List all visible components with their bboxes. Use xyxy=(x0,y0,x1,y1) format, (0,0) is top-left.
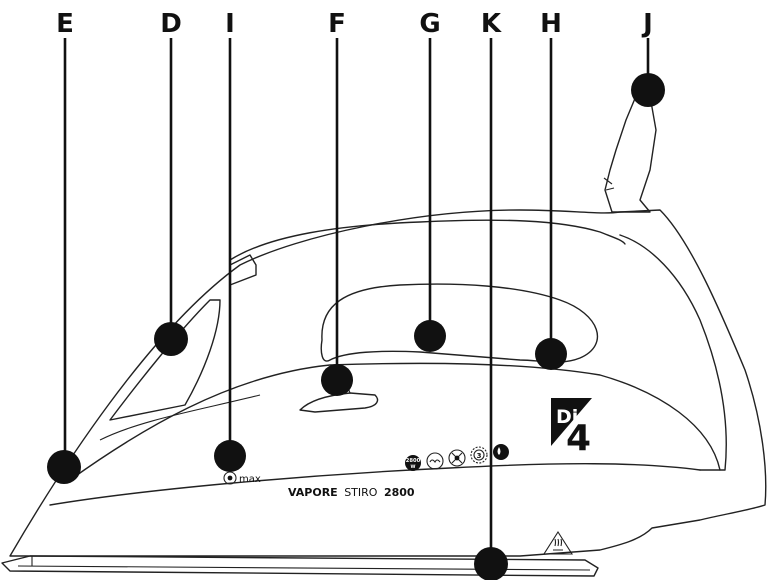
callout-letter-H: H xyxy=(540,9,562,39)
max-label: max xyxy=(239,474,261,485)
iron-body xyxy=(1,95,767,577)
hot-surface-warning-icon xyxy=(542,530,574,555)
three-settings-icon: 3 xyxy=(470,446,488,464)
anti-calc-icon xyxy=(448,449,466,467)
water-tank-window xyxy=(109,299,221,421)
svg-text:2800: 2800 xyxy=(406,458,421,464)
model-number: 2800 xyxy=(384,486,415,499)
svg-text:W: W xyxy=(411,464,416,470)
di4-badge: Di 4 xyxy=(551,398,592,459)
model-label: VAPORE STIRO 2800 xyxy=(288,486,415,499)
callout-F: F xyxy=(321,9,353,396)
steam-shot-button xyxy=(299,392,379,413)
svg-text:VAPORE STIRO 2800: VAPORE STIRO 2800 xyxy=(288,486,415,499)
callout-letter-F: F xyxy=(328,9,346,39)
callout-J: J xyxy=(631,9,665,107)
heel-rest xyxy=(619,234,727,471)
badge-number: 4 xyxy=(566,418,591,459)
power-2800w-icon: 2800 W xyxy=(405,455,421,471)
model-name: STIRO xyxy=(344,486,378,499)
callout-E: E xyxy=(47,9,81,484)
callout-D: D xyxy=(154,9,188,356)
badge-di: Di xyxy=(556,406,578,428)
callout-I: I xyxy=(214,9,246,472)
drip-stop-icon xyxy=(493,444,509,460)
body-contour-lower xyxy=(49,463,701,506)
cord-guard xyxy=(604,95,657,213)
body-contour-mid xyxy=(69,362,721,481)
callout-K: K xyxy=(474,9,508,580)
callout-letter-G: G xyxy=(419,9,440,39)
callout-letter-K: K xyxy=(481,9,502,39)
feature-icons: 2800 W 3 xyxy=(405,444,509,471)
callout-letter-J: J xyxy=(641,9,653,39)
steam-icon xyxy=(426,452,444,470)
callout-letter-E: E xyxy=(56,9,74,39)
svg-text:3: 3 xyxy=(477,452,482,460)
handle-top xyxy=(229,219,626,261)
callout-letter-I: I xyxy=(225,9,235,39)
callout-G: G xyxy=(414,9,446,352)
callout-letter-D: D xyxy=(160,9,182,39)
iron-outer-shell xyxy=(9,209,767,557)
callout-H: H xyxy=(535,9,567,370)
model-brand: VAPORE xyxy=(288,486,338,499)
